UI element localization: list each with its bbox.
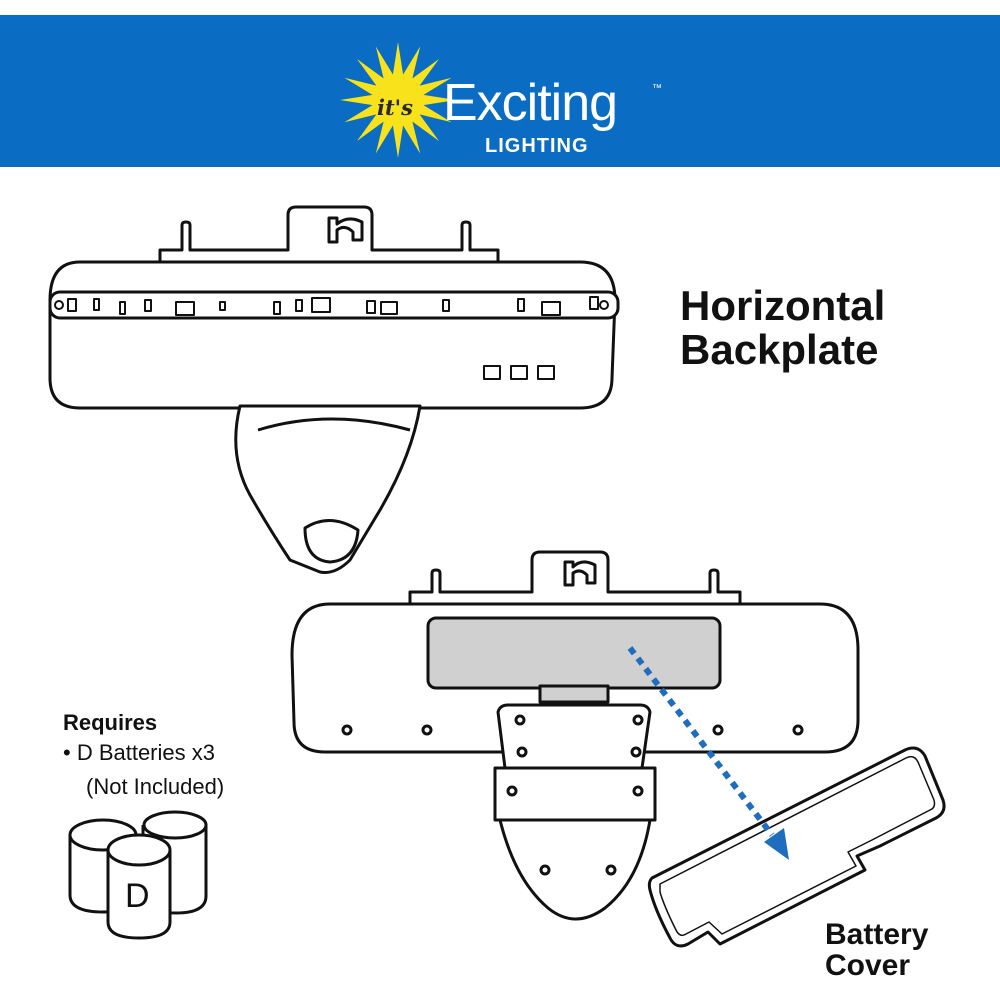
logo-exciting: Exciting [443,74,618,132]
fixture-back-view [290,550,860,921]
battery-cover [647,746,946,948]
requires-note: (Not Included) [86,774,225,799]
logo-lighting: LIGHTING [485,135,589,157]
logo-trademark: ™ [652,83,662,94]
requires-item: • D Batteries x3 [63,740,215,765]
brand-banner: it's Exciting ™ LIGHTING [0,15,1000,167]
battery-letter: D [125,877,150,915]
fixture-front-view [48,205,620,574]
requires-heading: Requires [63,710,158,735]
d-battery-icon [68,810,208,940]
label-horizontal: Horizontal [680,282,886,329]
label-battery: Battery [825,918,929,951]
sun-logo-icon [340,42,456,158]
label-cover: Cover [825,949,911,982]
label-backplate: Backplate [680,326,879,373]
brand-logo: it's Exciting ™ LIGHTING [330,35,670,160]
arrow-icon [627,646,789,860]
logo-its: it's [377,95,413,120]
